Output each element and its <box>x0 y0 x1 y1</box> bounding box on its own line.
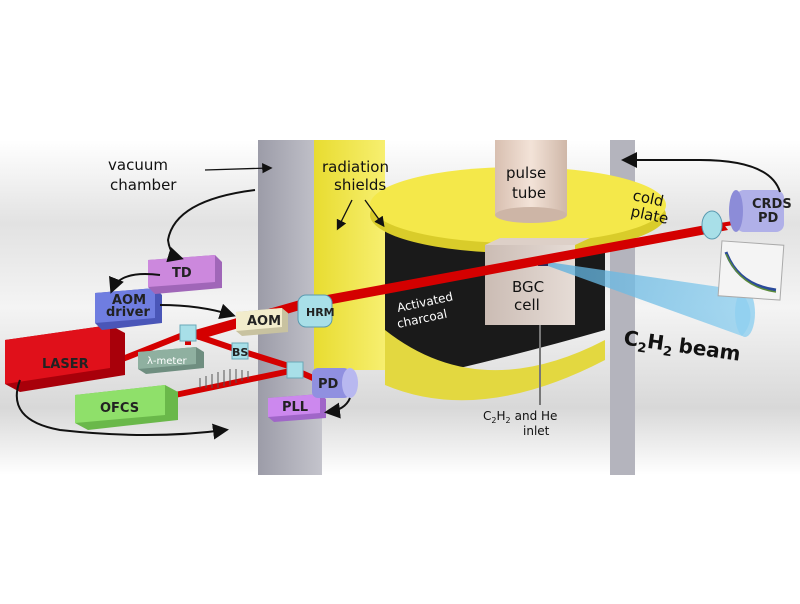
vacuum-chamber-label-2: chamber <box>110 176 177 194</box>
crds-pd-detector: CRDS PD <box>729 190 792 232</box>
crds-pd-label-1: CRDS <box>752 197 792 212</box>
pulse-tube-label-1: pulse <box>506 164 546 182</box>
vacuum-chamber-label-1: vacuum <box>108 156 168 174</box>
radiation-shields-label-1: radiation <box>322 158 389 176</box>
ofcs-box: OFCS <box>75 385 178 430</box>
pulse-tube-label-2: tube <box>512 184 546 202</box>
ofcs-label: OFCS <box>100 401 139 416</box>
pulse-tube-base <box>495 207 567 223</box>
lambda-meter-box: λ-meter <box>138 347 204 374</box>
beam-label-sub-2: 2 <box>662 344 673 360</box>
inlet-label-sub-1: 2 <box>491 416 496 425</box>
pulse-tube <box>495 140 567 215</box>
label-pointer-arrows <box>204 163 385 231</box>
crds-pd-label-2: PD <box>758 211 779 226</box>
bgc-cell-label-1: BGC <box>512 278 544 296</box>
inlet-label-rest: and He <box>515 409 558 423</box>
shield-cylinder-front <box>385 330 605 401</box>
inlet-label-h: H <box>496 409 505 423</box>
pll-box: PLL <box>268 394 326 422</box>
crds-decay-plot <box>717 240 785 301</box>
frequency-comb-lines <box>199 369 249 388</box>
aom-driver-label-1: AOM <box>112 293 146 308</box>
inlet-label-2: inlet <box>523 424 550 438</box>
bs-label: BS <box>232 346 248 359</box>
td-box: TD <box>148 255 222 294</box>
pd-label: PD <box>318 377 339 392</box>
aom-label: AOM <box>247 314 281 329</box>
molecular-beam <box>548 262 751 336</box>
beam-label-h: H <box>646 329 666 355</box>
beam-label-sub-1: 2 <box>636 341 647 357</box>
aom-driver-label-2: driver <box>106 305 150 320</box>
laser-beam-main <box>195 222 728 340</box>
aom-driver-box: AOM driver <box>95 288 162 330</box>
inlet-label-sub-2: 2 <box>506 416 511 425</box>
bgc-cell-top <box>485 238 590 245</box>
laser-label: LASER <box>42 357 89 372</box>
aom-box: AOM <box>236 308 288 336</box>
feedback-arrows <box>15 152 781 440</box>
lambda-meter-label: λ-meter <box>147 356 187 367</box>
pll-label: PLL <box>282 400 308 415</box>
radiation-shields-label-2: shields <box>334 176 386 194</box>
bgc-cell-label-2: cell <box>514 296 540 314</box>
beam-splitter-cubes <box>179 324 304 379</box>
cavity-mirror <box>701 210 723 240</box>
laser-source-box: LASER <box>5 325 125 392</box>
hrm-mirror: HRM <box>297 294 335 328</box>
hrm-label: HRM <box>306 306 335 319</box>
pd-detector: PD <box>312 368 358 398</box>
inlet-label-c: C <box>483 409 491 423</box>
td-label: TD <box>172 266 192 281</box>
beam-label-c: C <box>622 326 640 352</box>
molecular-beam-end <box>735 289 755 337</box>
